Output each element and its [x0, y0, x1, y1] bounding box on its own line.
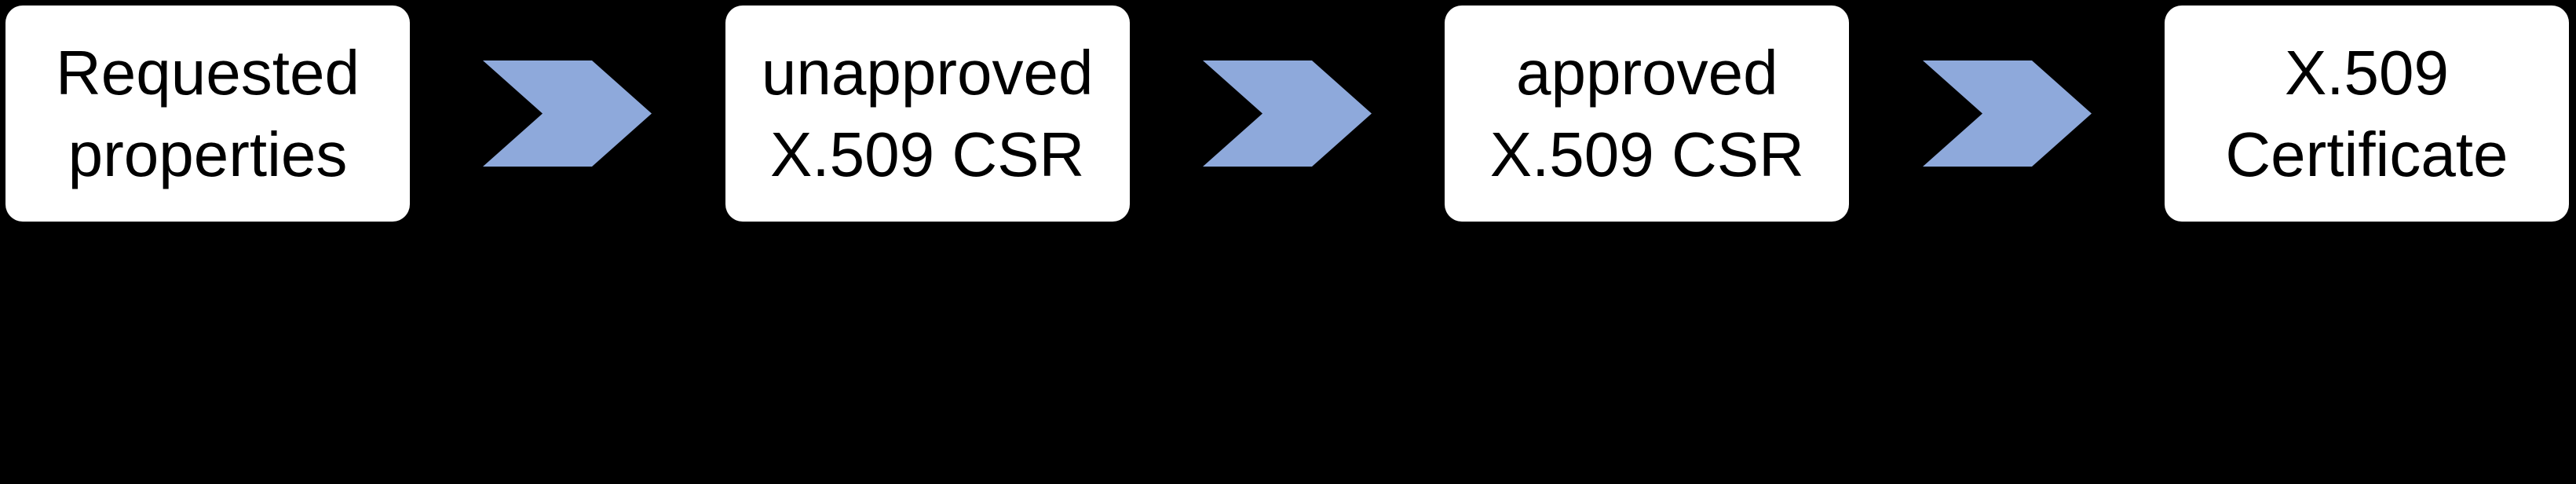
node-label: Requested properties	[56, 32, 360, 196]
flow-node-x509-certificate: X.509 Certificate	[2164, 6, 2569, 222]
flow-node-requested-properties: Requested properties	[5, 6, 410, 222]
flow-node-unapproved-csr: unapproved X.509 CSR	[725, 6, 1130, 222]
node-label-line1: unapproved	[761, 37, 1094, 108]
chevron-right-shape	[1922, 60, 2092, 167]
node-label: X.509 Certificate	[2225, 32, 2508, 196]
chevron-right-shape	[483, 60, 652, 167]
node-label-line2: X.509 CSR	[1489, 119, 1804, 189]
node-label: unapproved X.509 CSR	[762, 32, 1094, 196]
node-label-line2: Certificate	[2225, 119, 2508, 189]
chevron-right-shape	[1202, 60, 1372, 167]
chevron-right-icon	[1202, 60, 1372, 167]
node-label-line2: properties	[68, 119, 348, 189]
node-label-line2: X.509 CSR	[770, 119, 1085, 189]
chevron-right-icon	[483, 60, 652, 167]
node-label-line1: Requested	[56, 37, 360, 108]
chevron-right-icon	[1922, 60, 2092, 167]
node-label-line1: X.509	[2284, 37, 2449, 108]
flow-row: Requested properties unapproved X.509 CS…	[0, 6, 2576, 222]
flow-node-approved-csr: approved X.509 CSR	[1445, 6, 1850, 222]
node-label: approved X.509 CSR	[1490, 32, 1804, 196]
node-label-line1: approved	[1516, 37, 1778, 108]
